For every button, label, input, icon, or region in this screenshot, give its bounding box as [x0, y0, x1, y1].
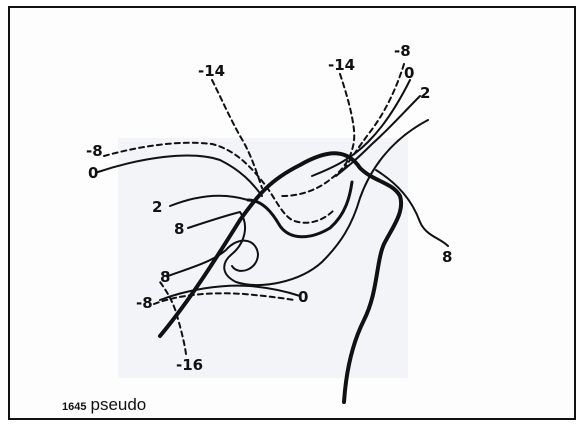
dashed-contour-14-mid — [282, 74, 354, 196]
label-0-top-right: 0 — [404, 64, 414, 82]
label-2-top-right: 2 — [420, 84, 430, 102]
label-14-top-mid: -14 — [328, 56, 355, 74]
label-8-left-b: 8 — [174, 220, 184, 238]
figure-caption: 1645 pseudo — [62, 395, 146, 415]
label-8-left: -8 — [86, 142, 103, 160]
label-0-left: 0 — [88, 164, 98, 182]
contour-8-lower — [168, 241, 258, 276]
label-16-bottom: -16 — [176, 356, 203, 374]
contour-8-right — [376, 170, 448, 246]
contour-8-left — [188, 120, 428, 285]
label-8-lower: 8 — [160, 268, 170, 286]
label-14-top-left: -14 — [198, 62, 225, 80]
caption-number: 1645 — [62, 401, 86, 413]
dashed-contour-8-left — [104, 143, 334, 223]
dashed-contour-14-left — [212, 80, 262, 188]
label-8-top-right: -8 — [394, 42, 411, 60]
label-8-right: 8 — [442, 248, 452, 266]
caption-word: pseudo — [90, 395, 146, 414]
label-2-left: 2 — [152, 198, 162, 216]
contour-0-right — [312, 80, 410, 176]
contour-2-left — [170, 196, 248, 206]
label-0-lower: 0 — [298, 288, 308, 306]
label-neg8-lower: -8 — [136, 294, 153, 312]
contour-0-left — [98, 156, 262, 196]
